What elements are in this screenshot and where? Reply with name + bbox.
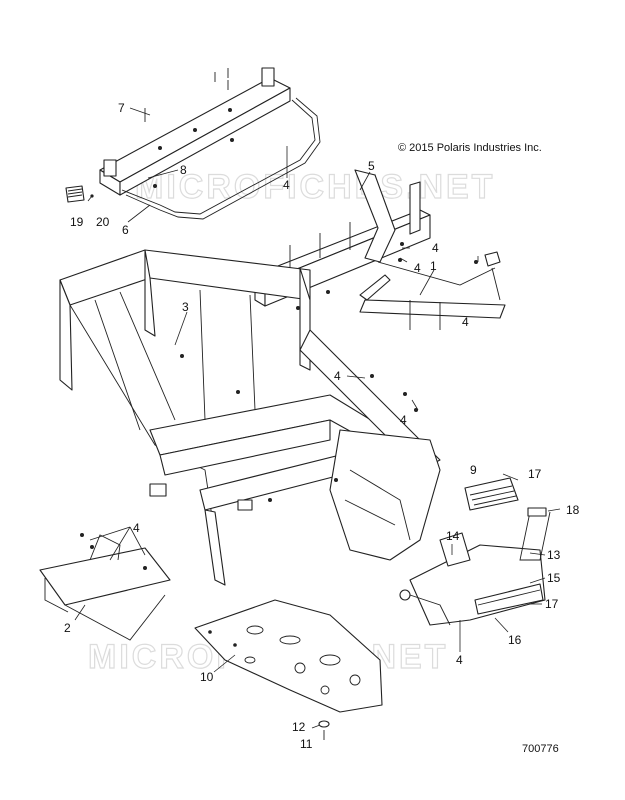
callout-8: 8 [180,163,187,177]
callout-14: 14 [446,529,460,543]
watermark-top: MICROFICHES.NET [135,168,495,206]
part-2-rear-support [39,533,171,641]
part-1-bracket [359,251,506,412]
callout-4: 4 [456,653,463,667]
callout-19: 19 [70,215,84,229]
callout-4: 4 [432,241,439,255]
part-10-skid-plate [194,599,383,713]
callout-18: 18 [566,503,580,517]
part-6-bed-support [99,67,321,220]
callout-5: 5 [368,159,375,173]
part-9-grille [464,477,519,511]
part-13-front-bumper [399,507,551,626]
callout-3: 3 [182,300,189,314]
callout-7: 7 [118,101,125,115]
callout-9: 9 [470,463,477,477]
part-12-washer [318,720,330,728]
callout-10: 10 [200,670,214,684]
callout-1: 1 [430,259,437,273]
callout-4: 4 [462,315,469,329]
callout-4: 4 [334,369,341,383]
leader-lines [74,107,561,729]
part-3-main-frame [59,249,441,586]
callout-17: 17 [545,597,559,611]
callout-17: 17 [528,467,542,481]
callout-12: 12 [292,720,306,734]
callout-4: 4 [400,413,407,427]
callout-13: 13 [547,548,561,562]
callout-4: 4 [133,521,140,535]
callout-20: 20 [96,215,110,229]
copyright-text: © 2015 Polaris Industries Inc. [398,142,542,154]
callout-16: 16 [508,633,522,647]
callout-15: 15 [547,571,561,585]
callout-4: 4 [283,178,290,192]
callout-6: 6 [122,223,129,237]
callout-11: 11 [300,737,313,751]
callout-4: 4 [414,261,421,275]
part-19-20-grille [65,185,94,203]
document-number: 700776 [522,743,559,755]
callout-2: 2 [64,621,71,635]
